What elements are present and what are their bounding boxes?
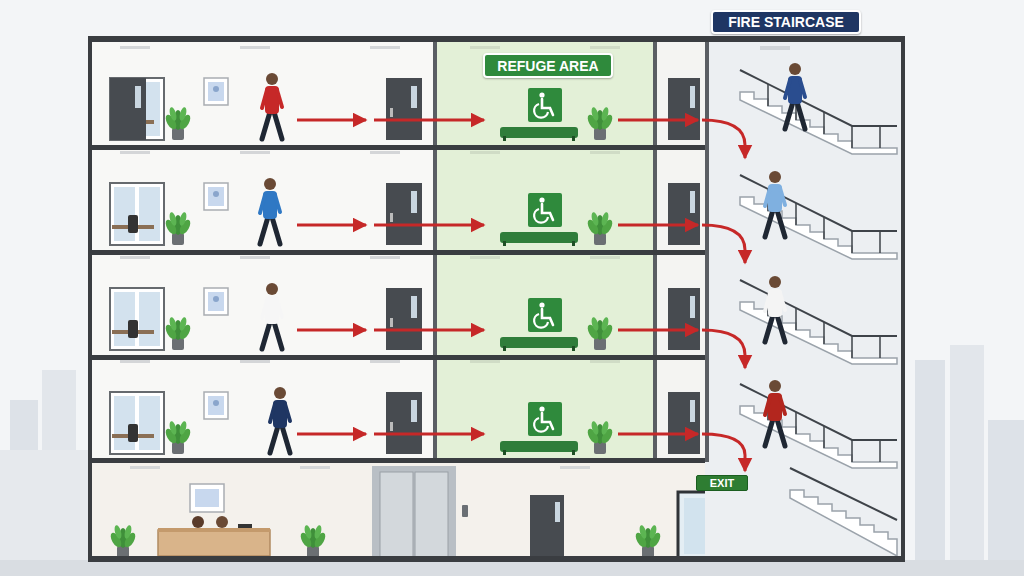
refuge-area-label: REFUGE AREA — [483, 53, 613, 78]
ground-floor — [92, 462, 789, 558]
ground-floor — [130, 466, 160, 469]
building-shell — [88, 36, 905, 562]
ground-floor — [530, 495, 564, 558]
building-shell — [88, 36, 905, 42]
fire-staircase-shaft — [705, 42, 709, 462]
staircase-label: FIRE STAIRCASE — [711, 10, 861, 34]
ground-floor — [190, 484, 224, 512]
building-shell — [88, 36, 92, 562]
city-skyline — [950, 345, 984, 576]
ground-floor — [560, 466, 590, 469]
floors — [135, 86, 141, 108]
ground-floor — [158, 530, 270, 556]
building-shell — [88, 355, 705, 360]
floors — [110, 78, 146, 140]
stair-walkers — [765, 63, 805, 446]
city-skyline — [988, 420, 1024, 576]
ground-floor — [92, 462, 705, 558]
building-shell — [901, 36, 905, 562]
fire-staircase-shaft — [740, 175, 897, 259]
ground-floor — [415, 472, 448, 558]
ground-floor — [684, 498, 708, 554]
ground-floor — [555, 502, 560, 522]
evacuation-arrows — [297, 120, 698, 121]
building-shell — [88, 250, 705, 255]
ground-floor — [192, 516, 204, 528]
label-text: FIRE STAIRCASE — [728, 14, 844, 30]
ground-floor — [372, 466, 456, 558]
ground-floor — [462, 505, 468, 517]
city-skyline — [915, 360, 945, 576]
stair-walkers — [785, 63, 805, 129]
ground-floor — [380, 472, 413, 558]
floors — [92, 42, 705, 145]
ground-floor — [195, 489, 219, 507]
fire-staircase-shaft — [740, 70, 897, 154]
city-skyline — [0, 560, 1024, 576]
floors — [92, 356, 705, 459]
evacuation-arrows — [297, 434, 698, 435]
building-shell — [88, 556, 905, 562]
evacuation-arrows — [297, 330, 698, 331]
building-shell — [88, 458, 705, 463]
walking-people — [262, 283, 282, 349]
building-shell — [88, 145, 705, 150]
ground-floor — [216, 516, 228, 528]
fire-staircase-shaft — [790, 468, 897, 520]
walking-people — [262, 73, 282, 139]
fire-staircase-shaft — [740, 280, 897, 364]
stair-walkers — [765, 276, 785, 342]
walking-people — [260, 178, 280, 244]
evacuation-arrows — [297, 120, 745, 471]
exit-sign: EXIT — [696, 475, 748, 491]
ground-floor — [634, 524, 663, 558]
ground-floor — [109, 524, 138, 558]
walking-people — [270, 387, 290, 453]
city-skyline — [0, 450, 88, 576]
evacuation-arrows — [702, 120, 745, 158]
fire-staircase-shaft — [740, 384, 897, 468]
fire-staircase-shaft — [760, 46, 790, 50]
evacuation-arrows — [297, 225, 698, 226]
floors — [92, 252, 705, 355]
evacuation-arrows — [702, 225, 745, 263]
evacuation-arrows — [702, 434, 745, 471]
label-text: REFUGE AREA — [497, 58, 598, 74]
ground-floor — [300, 466, 330, 469]
walking-people — [260, 73, 290, 453]
stair-walkers — [765, 171, 785, 237]
ground-floor — [158, 528, 270, 532]
floors — [92, 147, 705, 250]
label-text: EXIT — [710, 477, 734, 489]
stair-walkers — [765, 380, 785, 446]
fire-staircase-shaft — [790, 490, 897, 556]
ground-floor — [299, 524, 328, 558]
evacuation-arrows — [702, 330, 745, 368]
